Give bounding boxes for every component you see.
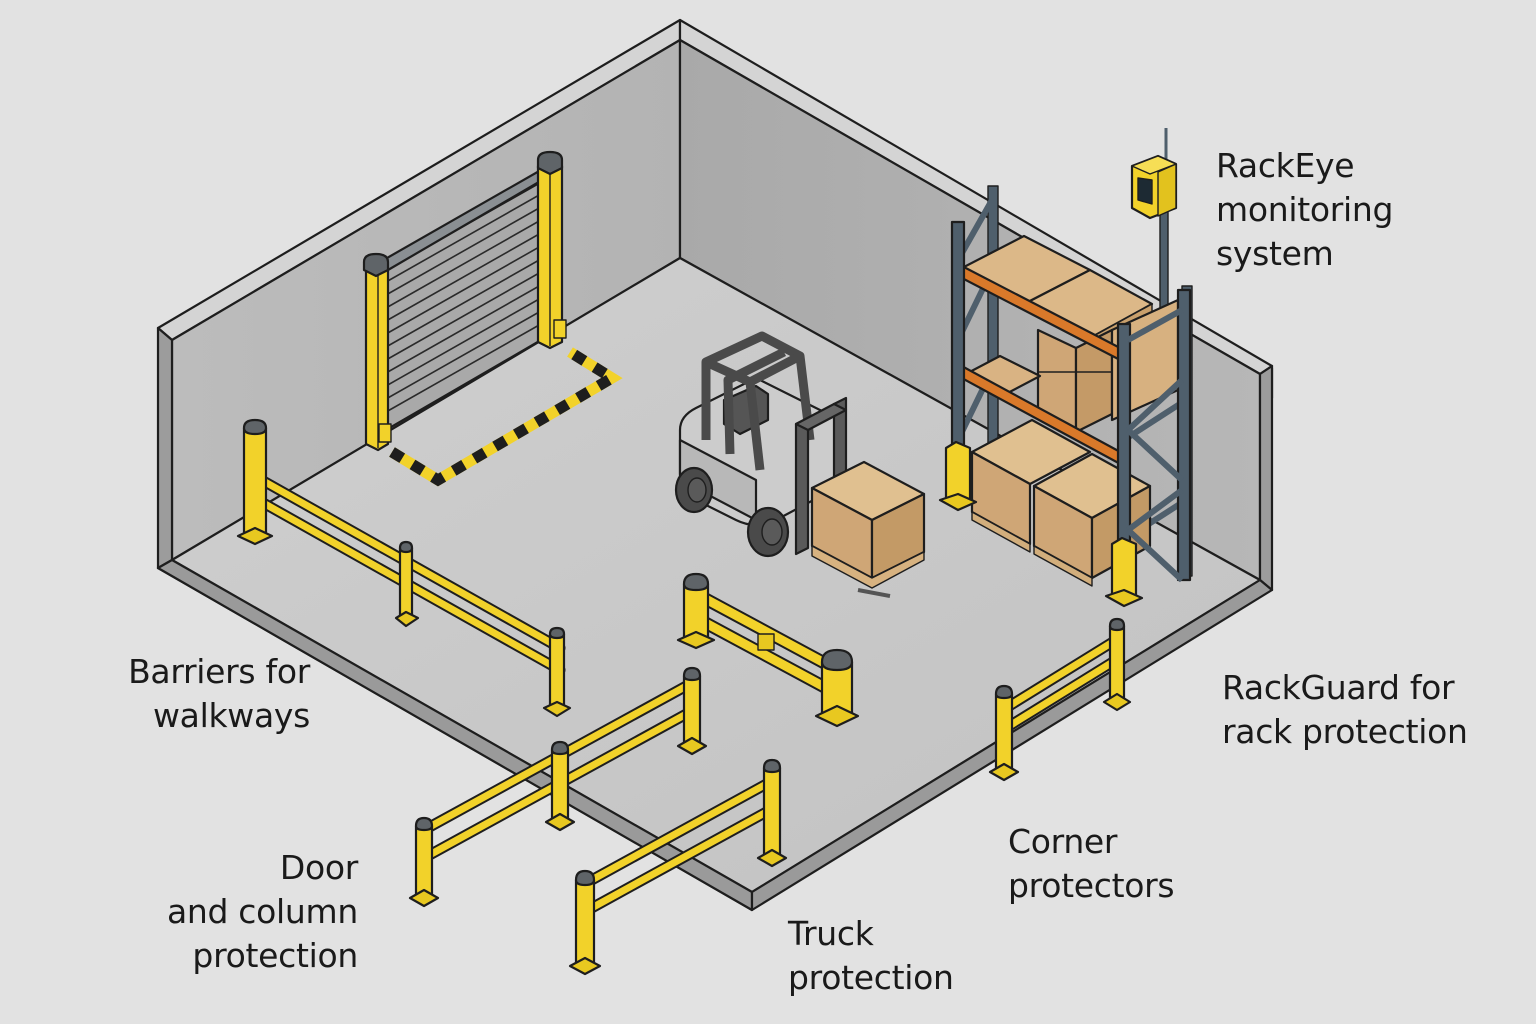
truck-protection-barrier xyxy=(676,572,860,728)
pallet-rack xyxy=(950,185,1193,596)
rollup-door xyxy=(362,150,623,487)
rackguard-protector-right xyxy=(1104,536,1144,608)
corner-protector-barrier xyxy=(988,617,1132,782)
label-line: and column xyxy=(166,892,358,931)
forklift-wheel-front xyxy=(746,506,790,558)
door-column-barrier-1 xyxy=(408,666,708,908)
label-line: Corner xyxy=(1008,822,1118,861)
forklift-load-box xyxy=(810,460,926,598)
barrier-post xyxy=(1102,617,1132,712)
label-line: Barriers for xyxy=(128,652,310,691)
label-rackeye-monitoring-system: RackEye monitoring system xyxy=(1216,144,1393,276)
barrier-post xyxy=(408,816,440,908)
hazard-floor-marking xyxy=(389,347,623,487)
forklift-overhead-guard xyxy=(701,331,815,471)
barrier-post xyxy=(756,758,788,868)
label-line: Truck xyxy=(788,914,874,953)
door-post-left xyxy=(362,252,392,452)
label-barriers-for-walkways: Barriers for walkways xyxy=(110,650,310,738)
barrier-post xyxy=(676,666,708,756)
rackeye-monitor xyxy=(1130,128,1178,319)
forklift xyxy=(674,331,926,598)
door-slats xyxy=(385,189,549,413)
barrier-post xyxy=(544,740,576,832)
label-line: protectors xyxy=(1008,866,1175,905)
barrier-post xyxy=(814,648,860,728)
label-line: walkways xyxy=(152,696,310,735)
label-rackguard-rack-protection: RackGuard for rack protection xyxy=(1222,666,1468,754)
label-line: Door xyxy=(279,848,358,887)
barrier-post xyxy=(676,572,716,650)
label-line: RackEye xyxy=(1216,146,1355,185)
rackguard-protector-left xyxy=(938,440,978,512)
barrier-post xyxy=(542,626,572,718)
label-corner-protectors: Corner protectors xyxy=(1008,820,1175,908)
barrier-post xyxy=(236,418,274,546)
label-line: RackGuard for xyxy=(1222,668,1455,707)
barrier-post xyxy=(988,684,1020,782)
label-truck-protection: Truck protection xyxy=(788,912,954,1000)
label-door-column-protection: Door and column protection xyxy=(140,846,358,978)
label-line: system xyxy=(1216,234,1334,273)
door-column-barrier-2 xyxy=(568,758,788,976)
forklift-wheel-rear xyxy=(674,466,714,514)
walkway-barrier xyxy=(236,418,572,718)
label-line: protection xyxy=(788,958,954,997)
label-line: monitoring xyxy=(1216,190,1394,229)
label-line: rack protection xyxy=(1222,712,1468,751)
barrier-post xyxy=(394,540,420,628)
monitor-box xyxy=(1130,154,1178,220)
door-post-right xyxy=(536,150,567,350)
forklift-mast xyxy=(794,396,848,556)
barrier-post xyxy=(568,869,602,976)
label-line: protection xyxy=(192,936,358,975)
